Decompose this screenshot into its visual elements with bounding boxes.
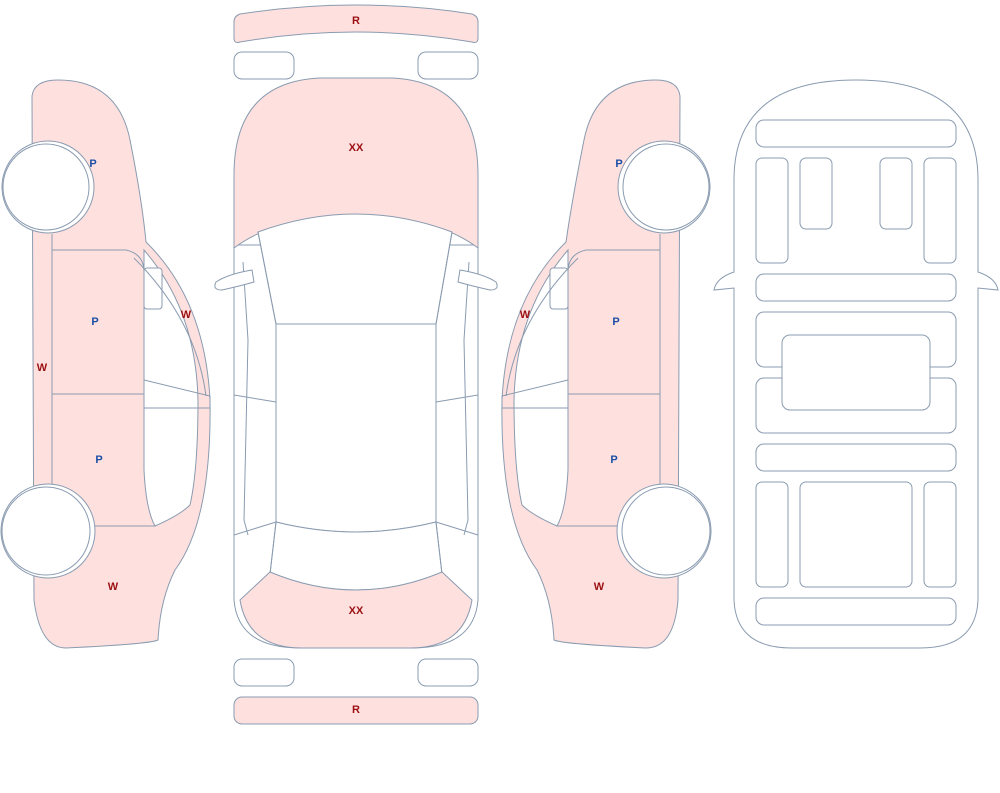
right-rear-wheel[interactable] bbox=[621, 486, 711, 576]
right-a-pillar bbox=[435, 231, 453, 575]
front-bumper-panel[interactable] bbox=[233, 4, 479, 43]
underbody-front-right-inner[interactable] bbox=[879, 157, 913, 230]
left-a-pillar bbox=[257, 231, 277, 575]
left-rear-wheel[interactable] bbox=[1, 486, 91, 576]
left-front-fender-code: P bbox=[89, 158, 96, 170]
left-quarter-code: W bbox=[108, 581, 119, 593]
left-pillar-line bbox=[133, 257, 207, 397]
hood-code: XX bbox=[349, 142, 364, 154]
right-window-area[interactable] bbox=[513, 248, 569, 527]
underbody-front-left-well[interactable] bbox=[755, 157, 789, 264]
right-front-wheel[interactable] bbox=[622, 143, 710, 231]
underbody-dash-bar[interactable] bbox=[755, 273, 957, 302]
underbody-center-tunnel[interactable] bbox=[781, 334, 931, 411]
left-mirror[interactable] bbox=[214, 269, 255, 291]
right-mirror[interactable] bbox=[457, 269, 498, 291]
left-pillar-code: W bbox=[181, 309, 192, 321]
underbody-front-left-inner[interactable] bbox=[799, 157, 833, 230]
trunk-panel[interactable] bbox=[239, 571, 473, 649]
rear-bumper-panel[interactable] bbox=[233, 696, 479, 725]
right-side-view bbox=[501, 79, 712, 649]
top-view bbox=[214, 4, 498, 725]
right-front-door-code: P bbox=[612, 316, 619, 328]
right-front-fender-code: P bbox=[615, 158, 622, 170]
rear-window[interactable] bbox=[269, 521, 443, 591]
right-rear-door-code: P bbox=[610, 454, 617, 466]
underbody-rear-left-well[interactable] bbox=[755, 481, 789, 588]
right-sill-line bbox=[501, 379, 569, 409]
left-door-seam bbox=[233, 394, 277, 536]
damage-labels: R XX XX R P P P W W W P P P W W bbox=[37, 15, 623, 716]
underbody-view bbox=[713, 79, 999, 649]
underbody-trunk-floor[interactable] bbox=[799, 481, 913, 588]
left-sill-line bbox=[143, 379, 211, 409]
front-bumper-code: R bbox=[352, 15, 360, 27]
roof-panel[interactable] bbox=[275, 323, 437, 533]
left-quarter-glass[interactable] bbox=[143, 267, 163, 310]
left-window-area[interactable] bbox=[143, 248, 199, 527]
left-rocker-code: W bbox=[37, 362, 48, 374]
left-front-door-code: P bbox=[91, 316, 98, 328]
right-door-seam bbox=[435, 394, 479, 536]
rear-left-light[interactable] bbox=[233, 658, 295, 687]
right-pillar-line bbox=[505, 257, 579, 397]
underbody-tail-bar[interactable] bbox=[755, 597, 957, 626]
right-quarter-glass[interactable] bbox=[549, 267, 569, 310]
underbody-front-bar[interactable] bbox=[755, 119, 957, 148]
underbody-rear-right-well[interactable] bbox=[923, 481, 957, 588]
right-pillar-code: W bbox=[520, 309, 531, 321]
rear-right-light[interactable] bbox=[417, 658, 479, 687]
left-side-line bbox=[242, 261, 249, 536]
left-rear-door-panel[interactable] bbox=[51, 393, 156, 527]
left-side-view bbox=[0, 79, 211, 649]
left-front-door-panel[interactable] bbox=[51, 249, 145, 395]
right-quarter-code: W bbox=[594, 581, 605, 593]
front-right-light[interactable] bbox=[417, 51, 479, 80]
underbody-rear-bar[interactable] bbox=[755, 443, 957, 472]
right-front-door-panel[interactable] bbox=[567, 249, 661, 395]
right-rear-door-panel[interactable] bbox=[556, 393, 661, 527]
front-left-light[interactable] bbox=[233, 51, 295, 80]
underbody-front-right-well[interactable] bbox=[923, 157, 957, 264]
left-rear-door-code: P bbox=[95, 454, 102, 466]
rear-bumper-code: R bbox=[352, 704, 360, 716]
windshield[interactable] bbox=[257, 213, 453, 325]
trunk-code: XX bbox=[349, 605, 364, 617]
left-front-wheel[interactable] bbox=[2, 143, 90, 231]
right-side-line bbox=[463, 261, 470, 536]
